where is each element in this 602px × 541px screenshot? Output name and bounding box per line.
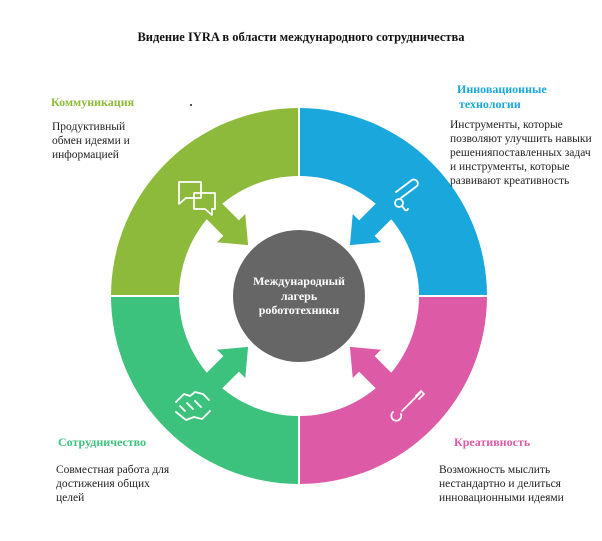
center-label-line: Международный	[253, 274, 345, 288]
description-line: Инструменты, которые	[450, 119, 563, 131]
brush-icon	[390, 390, 425, 422]
description-line: развивают креативность	[450, 175, 570, 187]
communication-description: Продуктивный обмен идеями и информацией	[52, 120, 130, 162]
cooperation-title: Сотрудничество	[58, 435, 147, 449]
innovation-title: Инновационные технологии	[457, 82, 547, 112]
tools-icon	[394, 178, 419, 212]
innovation-arrow	[349, 199, 396, 246]
description-line: информацией	[52, 149, 119, 161]
center-circle	[233, 230, 365, 362]
title-line: технологии	[459, 97, 521, 111]
description-line: Совместная работа для	[56, 464, 170, 476]
description-line: обмен идеями и	[52, 135, 130, 147]
description-line: решенияпоставленных задач	[450, 147, 591, 159]
description-line: достижения общих	[56, 478, 150, 490]
description-line: Возможность мыслить	[439, 464, 551, 476]
handshake-icon	[175, 391, 211, 421]
creativity-description: Возможность мыслить нестандартно и делит…	[439, 463, 564, 505]
description-line: нестандартно и делиться	[439, 478, 561, 490]
stray-dot	[190, 104, 192, 106]
communication-title: Коммуникация	[51, 95, 135, 109]
description-line: Продуктивный	[52, 121, 126, 133]
cooperation-description: Совместная работа для достижения общих ц…	[56, 463, 169, 505]
innovation-description: Инструменты, которые позволяют улучшить …	[450, 118, 592, 188]
description-line: инновационными идеями	[439, 492, 564, 504]
creativity-arrow	[349, 346, 396, 393]
center-label: Международный лагерь робототехники	[234, 274, 364, 318]
center-label-line: лагерь	[280, 288, 318, 303]
description-line: целей	[56, 492, 85, 504]
chat-bubbles-icon	[178, 181, 216, 216]
diagram-title: Видение IYRA в области международного со…	[137, 30, 465, 44]
title-line: Инновационные	[457, 82, 547, 96]
creativity-title: Креативность	[454, 435, 531, 449]
description-line: и инструменты, которые	[450, 161, 570, 173]
center-label-line: робототехники	[258, 303, 340, 317]
cooperation-arrow	[202, 346, 249, 393]
description-line: позволяют улучшить навыки	[450, 133, 592, 145]
communication-arrow	[202, 199, 249, 246]
